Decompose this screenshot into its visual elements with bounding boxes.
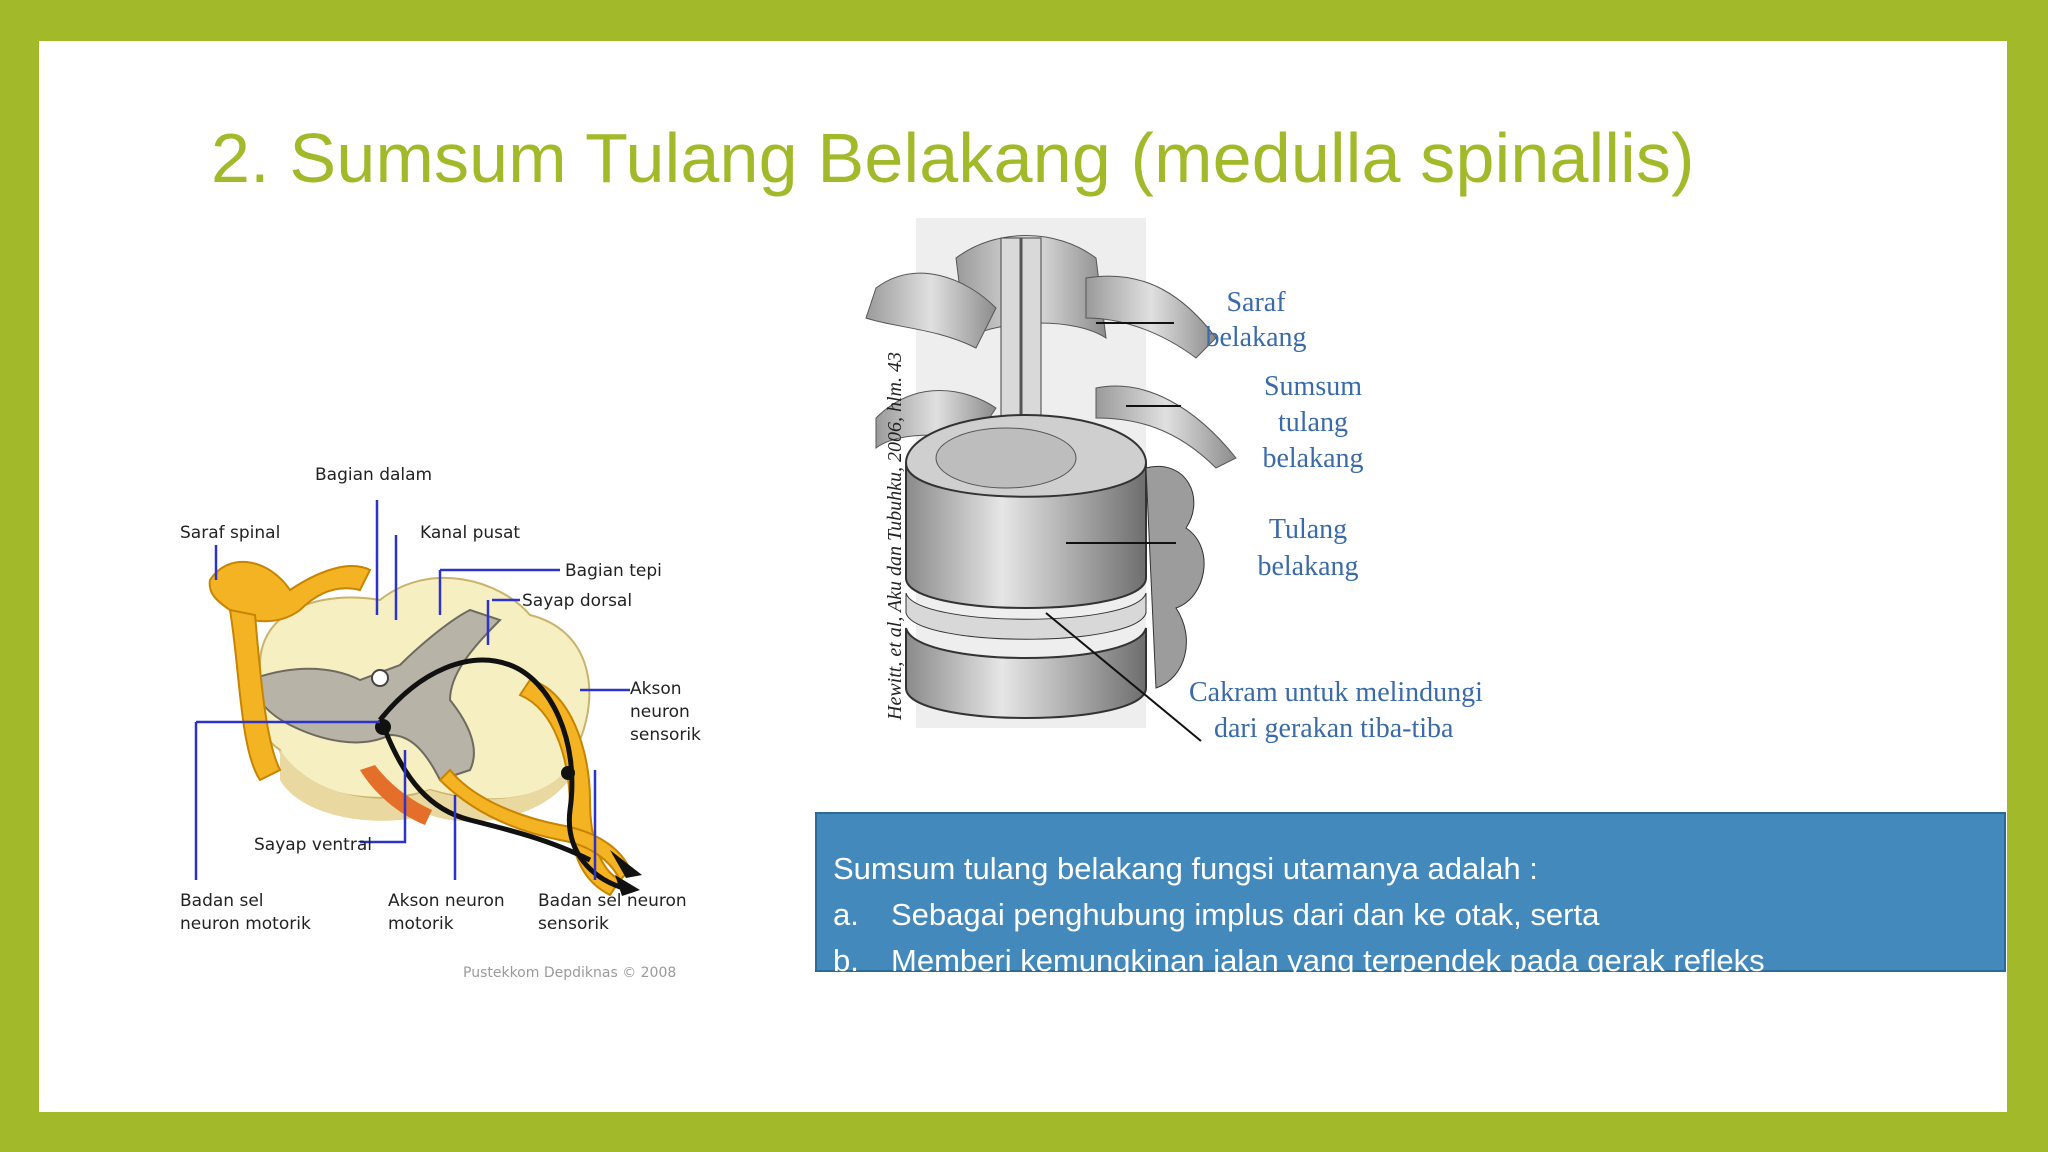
label-sayap-dorsal: Sayap dorsal [522,591,632,611]
info-item-marker: a. [833,897,859,932]
label-badan-motorik-1: Badan sel [180,891,264,911]
label-sumsum-tulang-belakang-2: tulang [1278,407,1348,438]
label-akson-sensorik-1: Akson [630,679,682,699]
label-saraf-belakang-2: belakang [1205,322,1306,353]
spinal-cord-cross-section-figure: Bagian dalam Saraf spinal Kanal pusat Ba… [180,465,701,981]
info-item-a: a. Sebagai penghubung implus dari dan ke… [833,892,1990,938]
right-figure-credit: Hewitt, et al, Aku dan Tubuhku, 2006, hl… [884,352,906,720]
label-sayap-ventral: Sayap ventral [254,835,372,855]
vertebral-column-figure: Saraf belakang Sumsum tulang belakang Tu… [865,218,1483,744]
label-badan-motorik-2: neuron motorik [180,914,311,934]
label-cakram-2: dari gerakan tiba-tiba [1214,713,1454,744]
label-kanal-pusat: Kanal pusat [420,523,520,543]
info-item-text: Sebagai penghubung implus dari dan ke ot… [891,897,1600,932]
label-sumsum-tulang-belakang-1: Sumsum [1264,371,1362,402]
function-info-box: Sumsum tulang belakang fungsi utamanya a… [815,812,2006,978]
left-figure-credit: Pustekkom Depdiknas © 2008 [463,965,676,981]
label-badan-sensorik-2: sensorik [538,914,609,934]
info-item-b: b. Memberi kemungkinan jalan yang terpen… [833,938,1990,984]
label-akson-sensorik-2: neuron [630,702,690,722]
info-intro: Sumsum tulang belakang fungsi utamanya a… [833,851,1538,886]
right-leader-lines [1045,322,1202,742]
label-saraf-spinal: Saraf spinal [180,523,280,543]
label-saraf-belakang-1: Saraf [1226,287,1286,318]
label-tulang-belakang-1: Tulang [1269,514,1347,545]
label-bagian-dalam: Bagian dalam [315,465,432,485]
leader-lines [194,500,630,880]
label-cakram-1: Cakram untuk melindungi [1189,677,1483,708]
spinal-cord-illustration [208,561,642,897]
label-tulang-belakang-2: belakang [1257,551,1358,582]
label-akson-motorik-1: Akson neuron [388,891,505,911]
info-item-text: Memberi kemungkinan jalan yang terpendek… [891,943,1765,978]
label-akson-motorik-2: motorik [388,914,454,934]
label-sumsum-tulang-belakang-3: belakang [1262,443,1363,474]
slide-title: 2. Sumsum Tulang Belakang (medulla spina… [211,119,1695,197]
label-akson-sensorik-3: sensorik [630,725,701,745]
label-badan-sensorik-1: Badan sel neuron [538,891,687,911]
info-item-marker: b. [833,943,859,978]
vertebra-illustration [865,218,1237,728]
label-bagian-tepi: Bagian tepi [565,561,662,581]
